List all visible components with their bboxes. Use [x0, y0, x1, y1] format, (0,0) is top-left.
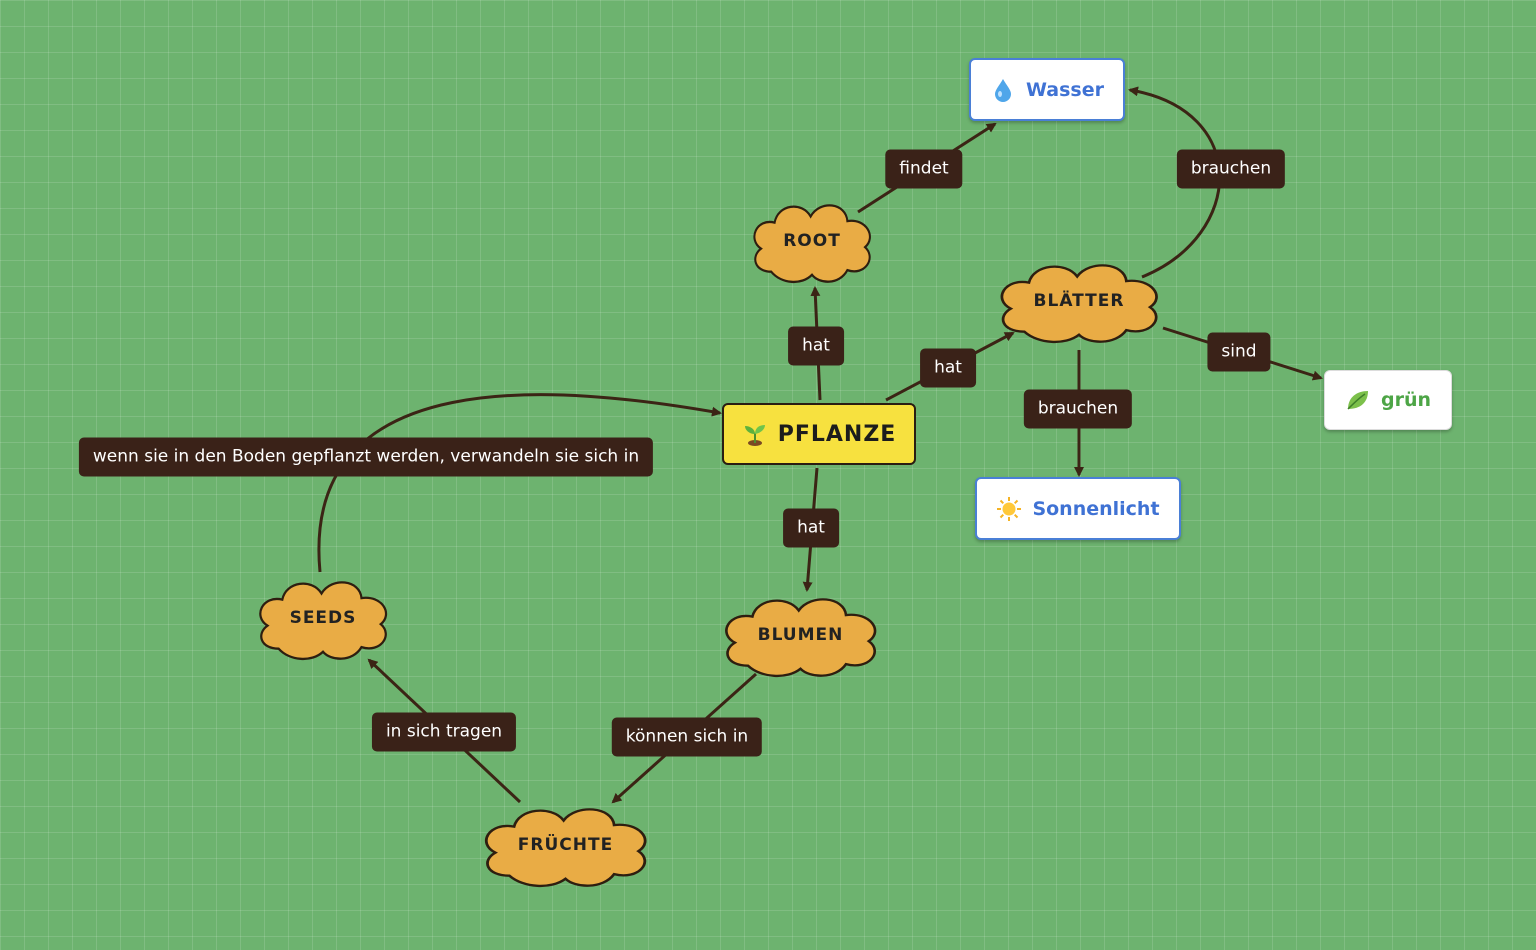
node-wasser[interactable]: Wasser: [969, 58, 1125, 121]
node-sonnenlicht[interactable]: Sonnenlicht: [975, 477, 1181, 540]
water-drop-icon: [990, 77, 1016, 103]
edge-label-blumen-fruechte[interactable]: können sich in: [611, 717, 763, 757]
node-sonnenlicht-label: Sonnenlicht: [1032, 497, 1160, 520]
edge-label-seeds-pflanze[interactable]: wenn sie in den Boden gepflanzt werden, …: [78, 437, 654, 477]
edge-label-pflanze-root[interactable]: hat: [788, 326, 844, 366]
edge-label-blaetter-gruen[interactable]: sind: [1207, 332, 1271, 372]
node-fruechte-label: FRÜCHTE: [517, 835, 614, 855]
node-blumen-label: BLUMEN: [757, 625, 844, 645]
edge-label-fruechte-seeds[interactable]: in sich tragen: [371, 712, 517, 752]
sun-icon: [996, 496, 1022, 522]
edge-label-pflanze-blaetter[interactable]: hat: [920, 348, 976, 388]
node-pflanze-label: PFLANZE: [777, 421, 897, 447]
seedling-icon: [742, 421, 768, 447]
node-gruen-label: grün: [1380, 389, 1432, 411]
node-blaetter-label: BLÄTTER: [1033, 291, 1125, 311]
node-blaetter[interactable]: BLÄTTER: [988, 255, 1170, 347]
node-gruen[interactable]: grün: [1324, 370, 1452, 430]
edge-label-pflanze-blumen[interactable]: hat: [783, 508, 839, 548]
edge-label-root-wasser[interactable]: findet: [885, 149, 963, 189]
edge-seeds-pflanze[interactable]: [317, 393, 722, 573]
node-fruechte[interactable]: FRÜCHTE: [472, 799, 659, 891]
leaf-icon: [1345, 387, 1371, 413]
node-blumen[interactable]: BLUMEN: [713, 589, 888, 681]
node-seeds[interactable]: SEEDS: [249, 572, 397, 664]
node-root-label: ROOT: [783, 231, 841, 251]
node-root[interactable]: ROOT: [744, 195, 880, 287]
node-pflanze[interactable]: PFLANZE: [722, 403, 916, 465]
edge-label-blaetter-sonnenlicht[interactable]: brauchen: [1023, 389, 1133, 429]
node-wasser-label: Wasser: [1026, 78, 1104, 101]
edge-label-blaetter-wasser[interactable]: brauchen: [1176, 149, 1286, 189]
node-seeds-label: SEEDS: [289, 608, 357, 628]
